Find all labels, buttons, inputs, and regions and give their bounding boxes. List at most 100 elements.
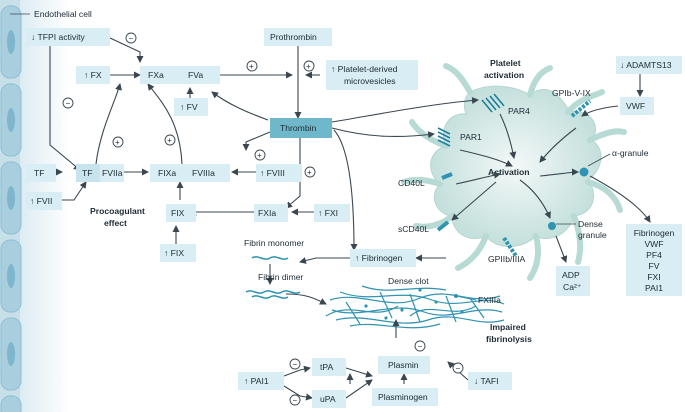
tfpi-activity-node: ↓ TFPI activity [26, 28, 110, 46]
thrombin-label: Thrombin [280, 123, 317, 133]
svg-text:−: − [293, 360, 298, 369]
fibrinogen-increase-label: ↑ Fibrinogen [355, 253, 403, 263]
tf-label: TF [34, 168, 45, 178]
upa-node: uPA [312, 390, 346, 408]
scd40l-label: sCD40L [398, 224, 429, 234]
plasminogen-node: Plasminogen [372, 388, 438, 406]
inhibit-sign-tfpi-fxa: − [125, 32, 137, 44]
svg-text:+: + [167, 136, 172, 145]
plus-sign-fviiia: + [254, 149, 266, 161]
fixa-fviiia-node: FIXa FVIIIa [150, 164, 230, 182]
par1-receptor: PAR1 [437, 127, 482, 147]
fviii-node: ↑ FVIII [256, 164, 302, 182]
plus-sign-fixa-fx: + [164, 134, 176, 146]
pai1-label: ↑ PAI1 [244, 376, 269, 386]
inhibit-sign-tafi: − [452, 362, 464, 374]
fix-node: FIX [166, 204, 196, 222]
dense-clot-label: Dense clot [388, 276, 429, 286]
fxia-label: FXIa [258, 208, 276, 218]
svg-text:−: − [66, 99, 71, 108]
fvii-node: ↑ FVII [26, 192, 62, 210]
svg-text:−: − [456, 364, 461, 373]
activation-label: Activation [488, 167, 530, 177]
tpa-node: tPA [312, 358, 346, 376]
microvesicles-node: ↑ Platelet-derived microvesicles [326, 60, 418, 90]
ca-label: Ca²⁺ [563, 282, 582, 292]
fvii-label: ↑ FVII [30, 196, 52, 206]
dense-granule-label-1: Dense [578, 219, 603, 229]
fxia-node: FXIa [254, 204, 288, 222]
adamts13-label: ↓ ADAMTS13 [620, 60, 672, 70]
fibrinogen-increase-node: ↑ Fibrinogen [350, 249, 416, 267]
gpiib-receptor: GPIIb/IIIA [488, 236, 526, 264]
tf-complex-label: TF [82, 168, 93, 178]
cd40l-label: CD40L [398, 178, 425, 188]
microvesicles-label-1: ↑ Platelet-derived [331, 64, 398, 74]
inhibit-sign-tfpi-tf: − [62, 97, 74, 109]
svg-text:+: + [307, 168, 312, 177]
tpa-label: tPA [320, 362, 333, 372]
adp-ca-node: ADP Ca²⁺ [556, 266, 590, 296]
fxiiia-label: FXIIIa [478, 295, 501, 305]
fxiiia-pointer [455, 295, 477, 301]
plus-sign-fxia: + [304, 166, 316, 178]
granule-content-item: FV [649, 261, 660, 271]
gpiib-label: GPIIb/IIIA [488, 254, 526, 264]
plasmin-node: Plasmin [378, 356, 430, 374]
fibrin-dimer-label: Fibrin dimer [258, 272, 304, 282]
inhibit-sign-pai1-tpa: − [289, 358, 301, 370]
inhibit-sign-pai1-upa: − [289, 394, 301, 406]
fibrin-monomer-label: Fibrin monomer [244, 238, 304, 248]
upa-label: uPA [320, 394, 336, 404]
prothrombin-node: Prothrombin [264, 28, 332, 46]
fviii-label: ↑ FVIII [260, 168, 285, 178]
alpha-granule-label: α-granule [612, 148, 649, 158]
fix-label: FIX [171, 208, 185, 218]
fxa-fva-node: FXa FVa [140, 66, 220, 84]
cd40l-receptor: CD40L [398, 172, 453, 188]
svg-text:+: + [249, 62, 254, 71]
fviia-label: FVIIa [102, 168, 123, 178]
dense-granule-label-2: granule [578, 230, 607, 240]
svg-text:+: + [115, 138, 120, 147]
tafi-label: ↓ TAFI [474, 376, 499, 386]
dense-granule [548, 222, 556, 230]
adp-label: ADP [562, 270, 580, 280]
fviiia-label: FVIIIa [192, 168, 215, 178]
granule-content-item: FXI [647, 272, 660, 282]
fix-increase-node: ↑ FIX [160, 244, 196, 262]
thrombin-node: Thrombin [270, 118, 332, 138]
fv-label: ↑ FV [180, 102, 198, 112]
platelet-activation-label-1: Platelet [490, 58, 521, 68]
fva-label: FVa [188, 70, 203, 80]
procoagulant-label-1: Procoagulant [90, 206, 145, 216]
plasmin-label: Plasmin [388, 360, 419, 370]
fix-increase-label: ↑ FIX [164, 248, 184, 258]
vwf-node: VWF [620, 97, 654, 115]
microvesicles-label-2: microvesicles [344, 76, 396, 86]
procoagulant-label-2: effect [104, 218, 127, 228]
inhibit-sign-plasmin-clot: − [414, 340, 426, 352]
fibrin-dimer-glyph [245, 290, 301, 299]
plus-sign-microvesicles: + [303, 60, 315, 72]
svg-text:+: + [257, 151, 262, 160]
platelet-activation-label-2: activation [484, 70, 524, 80]
impaired-fibrinolysis-label-2: fibrinolysis [486, 334, 532, 344]
svg-text:−: − [293, 396, 298, 405]
edges [37, 37, 651, 401]
vwf-label: VWF [626, 101, 645, 111]
granule-content-item: PAI1 [645, 283, 663, 293]
fxi-label: ↑ FXI [318, 208, 338, 218]
fxi-node: ↑ FXI [314, 204, 350, 222]
impaired-fibrinolysis-label-1: Impaired [490, 322, 526, 332]
fibrin-monomer-glyph [251, 256, 289, 260]
fixa-label: FIXa [158, 168, 176, 178]
dense-clot [325, 285, 505, 329]
plasminogen-label: Plasminogen [378, 392, 428, 402]
svg-text:+: + [306, 62, 311, 71]
tf-fviia-node: TF FVIIa [76, 164, 124, 182]
